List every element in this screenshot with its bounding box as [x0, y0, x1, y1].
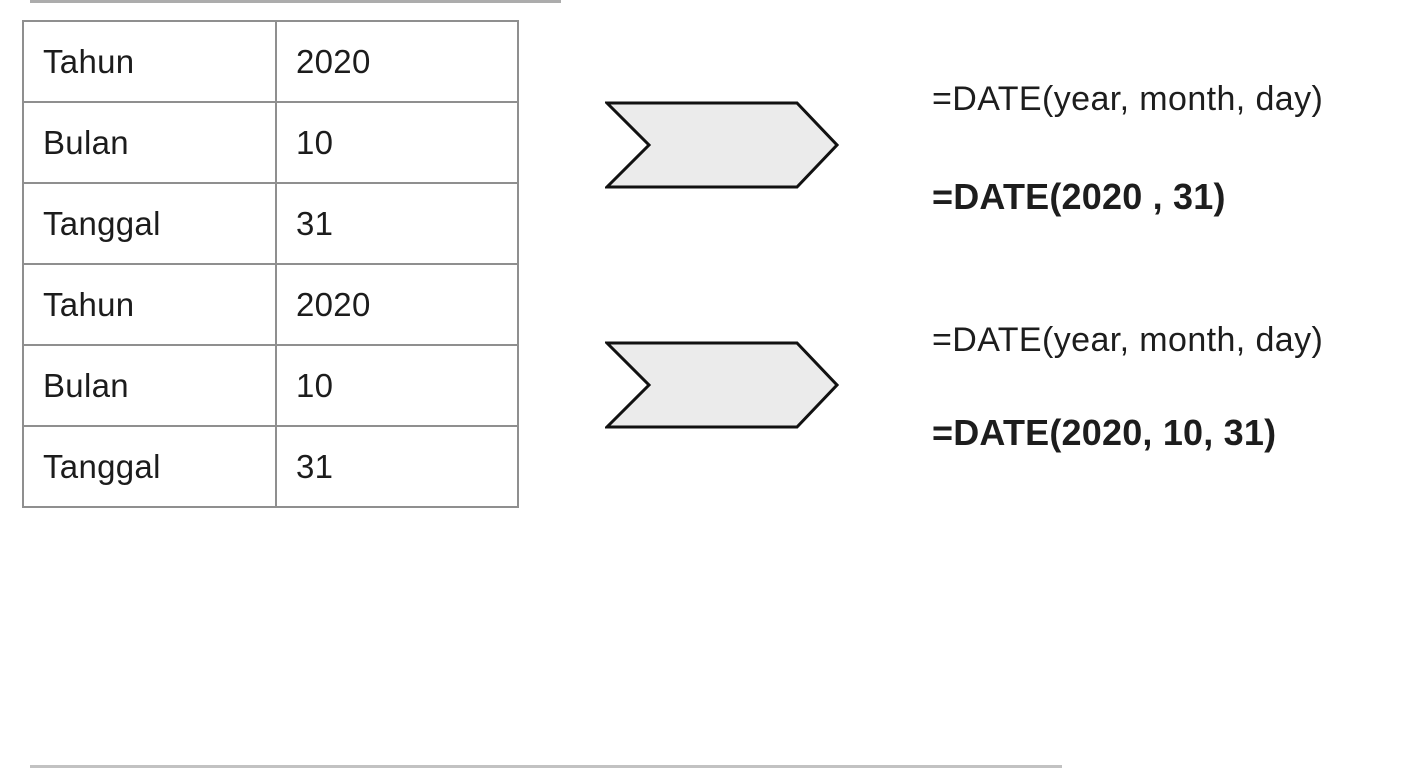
cell-text: Tanggal	[43, 204, 161, 242]
formula-result-1: =DATE(2020 , 31)	[932, 176, 1226, 217]
cell-text: 2020	[296, 42, 371, 80]
table-row: Tanggal 31	[22, 425, 519, 508]
table-row: Tahun 2020	[22, 20, 519, 103]
cell-text: 31	[296, 447, 334, 485]
cell-text: Tanggal	[43, 447, 161, 485]
cell-text: Tahun	[43, 285, 135, 323]
value-cell: 31	[275, 182, 519, 265]
chevron-arrow-icon	[605, 101, 839, 189]
chevron-shape	[605, 101, 839, 189]
value-cell: 10	[275, 101, 519, 184]
chevron-arrow-icon	[605, 341, 839, 429]
value-cell: 10	[275, 344, 519, 427]
value-cell: 2020	[275, 263, 519, 346]
cell-text: Bulan	[43, 123, 129, 161]
cell-text: 31	[296, 204, 334, 242]
label-cell: Tanggal	[22, 425, 277, 508]
chevron-shape	[605, 341, 839, 429]
label-cell: Bulan	[22, 101, 277, 184]
value-cell: 31	[275, 425, 519, 508]
formula-result-2: =DATE(2020, 10, 31)	[932, 412, 1277, 453]
formula-syntax-2: =DATE(year, month, day)	[932, 321, 1324, 359]
table-row: Tahun 2020	[22, 263, 519, 346]
formula-syntax-1: =DATE(year, month, day)	[932, 80, 1324, 118]
table-row: Bulan 10	[22, 101, 519, 184]
label-cell: Tanggal	[22, 182, 277, 265]
table-row: Bulan 10	[22, 344, 519, 427]
cell-text: 10	[296, 366, 334, 404]
table-row: Tanggal 31	[22, 182, 519, 265]
cell-text: 2020	[296, 285, 371, 323]
value-cell: 2020	[275, 20, 519, 103]
label-cell: Tahun	[22, 20, 277, 103]
cell-text: Tahun	[43, 42, 135, 80]
top-edge-artifact	[30, 0, 561, 3]
label-cell: Bulan	[22, 344, 277, 427]
cell-text: Bulan	[43, 366, 129, 404]
cell-text: 10	[296, 123, 334, 161]
bottom-edge-artifact	[30, 765, 1062, 768]
date-parts-table: Tahun 2020 Bulan 10 Tanggal 31 Tahun 202…	[22, 20, 519, 508]
label-cell: Tahun	[22, 263, 277, 346]
